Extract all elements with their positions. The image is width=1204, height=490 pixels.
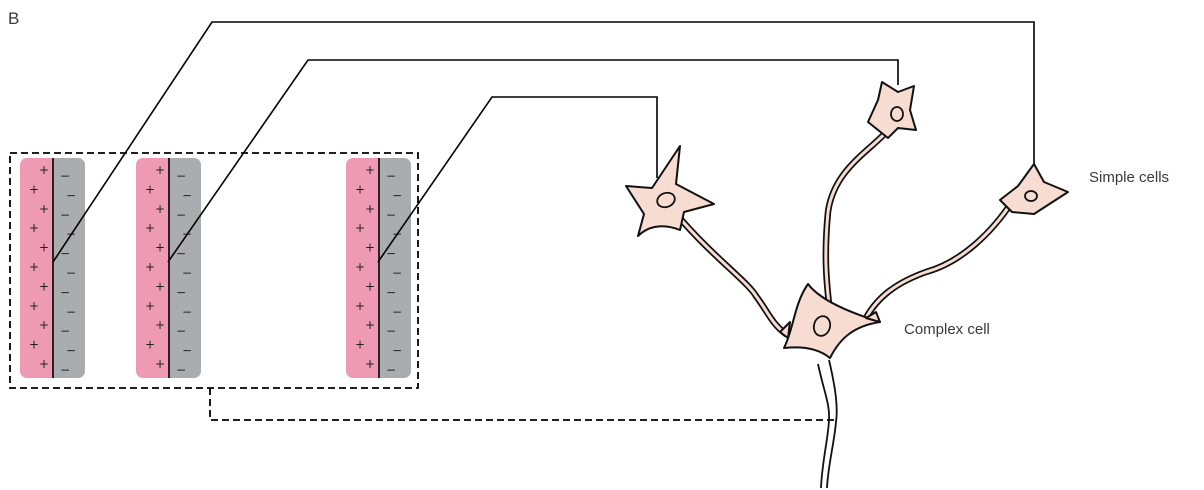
plus-sign: +	[39, 202, 49, 216]
minus-sign: −	[60, 208, 70, 222]
plus-sign: +	[29, 260, 39, 274]
minus-sign: −	[386, 208, 396, 222]
zone-join-off	[379, 158, 385, 378]
simple-cell-left	[626, 146, 714, 236]
plus-sign: +	[39, 279, 49, 293]
minus-sign: −	[182, 188, 192, 202]
plus-sign: +	[29, 299, 39, 313]
simple-cells-label: Simple cells	[1089, 169, 1169, 186]
minus-sign: −	[66, 305, 76, 319]
receptive-field-1: +−+−+−+−+−+−+−+−+−+−+−	[20, 158, 85, 378]
plus-sign: +	[39, 357, 49, 371]
minus-sign: −	[386, 285, 396, 299]
minus-sign: −	[66, 188, 76, 202]
minus-sign: −	[392, 188, 402, 202]
minus-sign: −	[60, 169, 70, 183]
plus-sign: +	[145, 260, 155, 274]
complex-cell-output-axon	[818, 360, 837, 488]
plus-sign: +	[29, 182, 39, 196]
receptive-field-2: +−+−+−+−+−+−+−+−+−+−+−	[136, 158, 201, 378]
dashed-link-to-complex-cell	[210, 388, 836, 420]
minus-sign: −	[60, 363, 70, 377]
wire-field-2	[168, 60, 898, 262]
plus-sign: +	[155, 357, 165, 371]
plus-sign: +	[39, 318, 49, 332]
minus-sign: −	[386, 169, 396, 183]
simple-cell-top-nucleus	[891, 107, 903, 121]
simple-cell-right	[1000, 164, 1068, 214]
panel-label: B	[8, 9, 19, 28]
minus-sign: −	[392, 305, 402, 319]
plus-sign: +	[155, 279, 165, 293]
plus-sign: +	[29, 338, 39, 352]
plus-sign: +	[365, 202, 375, 216]
plus-sign: +	[155, 241, 165, 255]
plus-sign: +	[145, 221, 155, 235]
minus-sign: −	[182, 305, 192, 319]
zone-join-off	[169, 158, 175, 378]
plus-sign: +	[29, 221, 39, 235]
plus-sign: +	[39, 163, 49, 177]
plus-sign: +	[365, 241, 375, 255]
minus-sign: −	[66, 344, 76, 358]
zone-join-off	[53, 158, 59, 378]
minus-sign: −	[182, 266, 192, 280]
plus-sign: +	[155, 163, 165, 177]
plus-sign: +	[365, 318, 375, 332]
plus-sign: +	[145, 338, 155, 352]
simple-cell-top	[868, 82, 916, 138]
minus-sign: −	[176, 285, 186, 299]
plus-sign: +	[355, 338, 365, 352]
minus-sign: −	[182, 344, 192, 358]
plus-sign: +	[355, 182, 365, 196]
plus-sign: +	[365, 163, 375, 177]
plus-sign: +	[39, 241, 49, 255]
minus-sign: −	[176, 324, 186, 338]
minus-sign: −	[392, 344, 402, 358]
receptive-field-3: +−+−+−+−+−+−+−+−+−+−+−	[346, 158, 411, 378]
plus-sign: +	[355, 299, 365, 313]
minus-sign: −	[66, 266, 76, 280]
plus-sign: +	[355, 221, 365, 235]
minus-sign: −	[392, 266, 402, 280]
minus-sign: −	[176, 208, 186, 222]
minus-sign: −	[60, 324, 70, 338]
simple-cell-axons	[678, 128, 1012, 334]
plus-sign: +	[365, 279, 375, 293]
plus-sign: +	[355, 260, 365, 274]
simple-cell-right-nucleus	[1025, 191, 1037, 201]
minus-sign: −	[386, 324, 396, 338]
minus-sign: −	[176, 363, 186, 377]
complex-cell-label: Complex cell	[904, 321, 990, 338]
minus-sign: −	[60, 285, 70, 299]
plus-sign: +	[145, 299, 155, 313]
minus-sign: −	[176, 169, 186, 183]
plus-sign: +	[155, 318, 165, 332]
receptive-fields: +−+−+−+−+−+−+−+−+−+−+−+−+−+−+−+−+−+−+−+−…	[20, 158, 411, 378]
minus-sign: −	[386, 363, 396, 377]
plus-sign: +	[155, 202, 165, 216]
wire-field-3	[378, 97, 657, 262]
plus-sign: +	[365, 357, 375, 371]
plus-sign: +	[145, 182, 155, 196]
